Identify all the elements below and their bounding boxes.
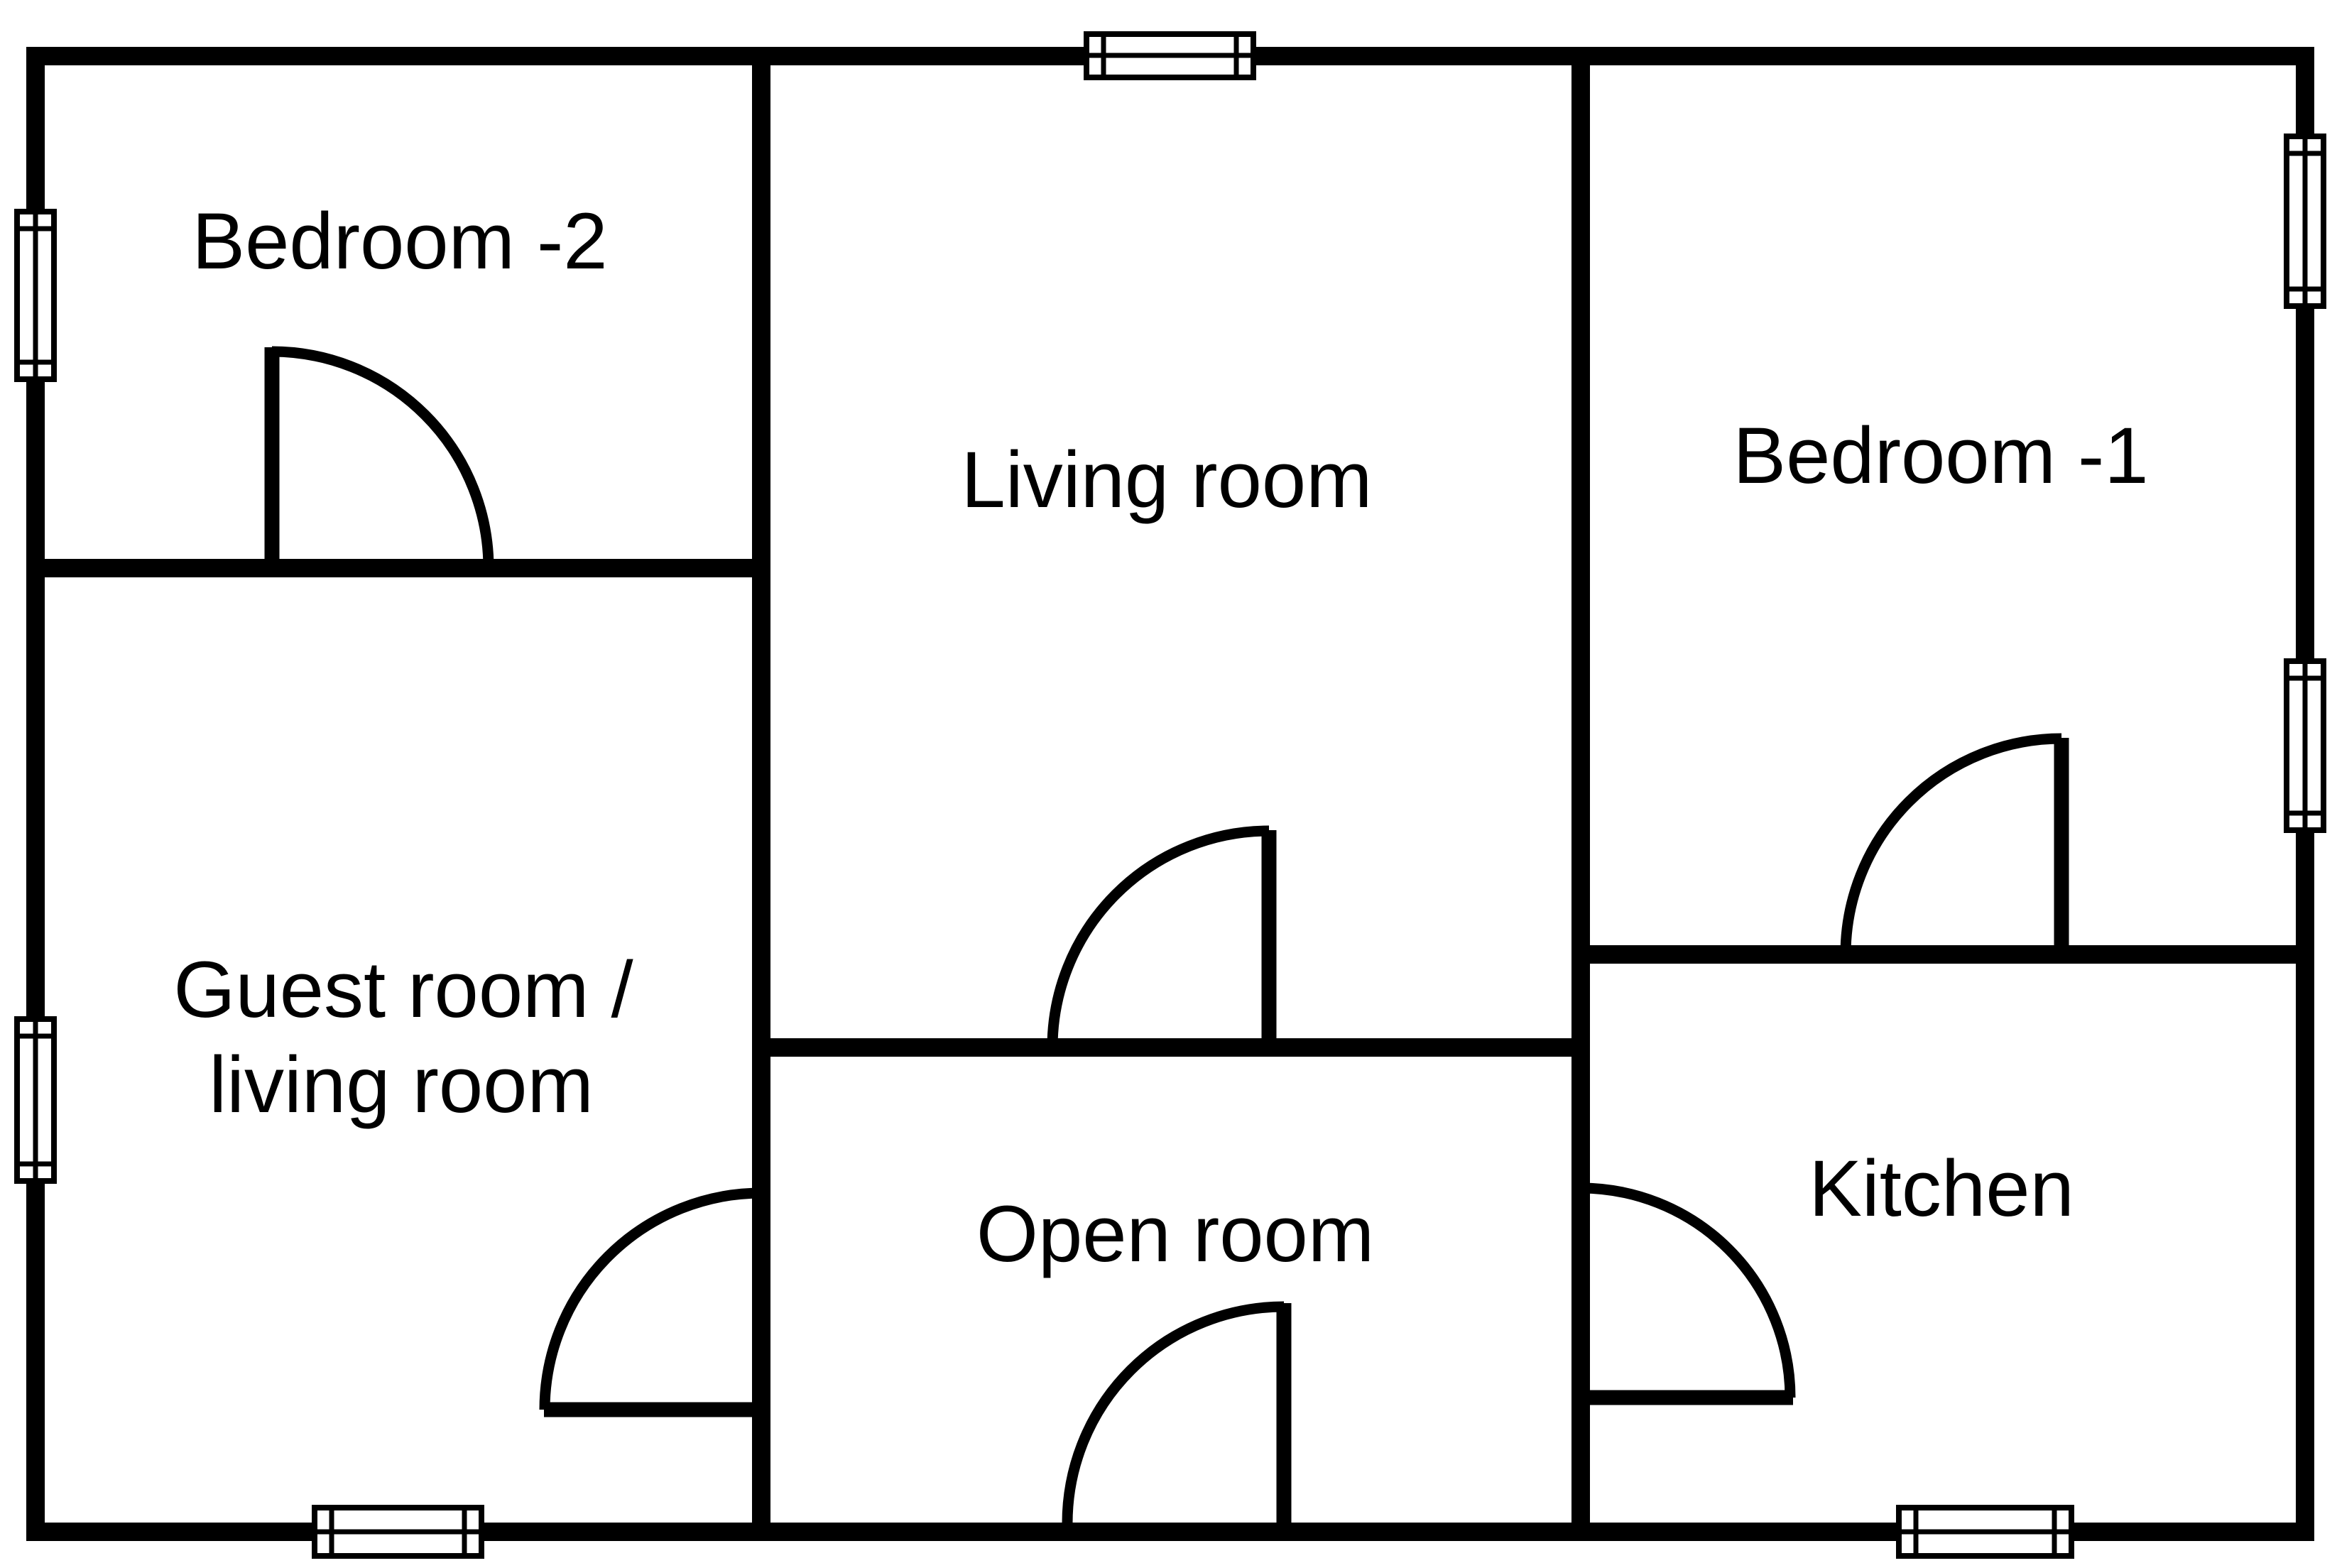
bottom-wall-left-window bbox=[312, 1505, 484, 1559]
door-swing-arc bbox=[1062, 1301, 1285, 1524]
right-wall-upper-window bbox=[2284, 134, 2326, 309]
kitchen-door bbox=[1580, 1182, 1796, 1405]
left-wall-lower-window bbox=[14, 1016, 57, 1184]
room-label-open-room: Open room bbox=[976, 1189, 1374, 1278]
center-right-wall bbox=[1571, 65, 1590, 1523]
open-room-door bbox=[1062, 1301, 1292, 1527]
livingroom-openroom-wall bbox=[752, 1038, 1590, 1057]
door-swing-arc bbox=[1580, 1182, 1796, 1398]
room-label-guest-room-line2: living room bbox=[209, 1040, 594, 1129]
room-label-kitchen: Kitchen bbox=[1809, 1144, 2074, 1233]
bottom-wall-right-window bbox=[1896, 1505, 2074, 1559]
bedroom-2-door bbox=[264, 346, 494, 569]
right-wall-mid-window bbox=[2284, 658, 2326, 833]
bedroom2-guestroom-wall bbox=[45, 559, 770, 577]
room-label-bedroom-2: Bedroom -2 bbox=[192, 197, 607, 285]
room-label-bedroom-1: Bedroom -1 bbox=[1733, 411, 2148, 500]
left-center-wall bbox=[752, 65, 770, 1523]
room-label-living-room: Living room bbox=[962, 435, 1373, 524]
guest-room-door bbox=[539, 1187, 762, 1417]
door-swing-arc bbox=[1840, 733, 2062, 955]
left-wall-upper-window bbox=[14, 209, 57, 382]
bedroom1-kitchen-wall bbox=[1571, 945, 2296, 964]
top-wall-window bbox=[1084, 31, 1256, 80]
living-room-door bbox=[1047, 825, 1277, 1048]
door-swing-arc bbox=[271, 346, 494, 569]
bedroom-1-door bbox=[1840, 733, 2069, 955]
door-swing-arc bbox=[1047, 825, 1270, 1048]
room-label-guest-room-line1: Guest room / bbox=[173, 945, 633, 1034]
door-swing-arc bbox=[539, 1187, 762, 1410]
